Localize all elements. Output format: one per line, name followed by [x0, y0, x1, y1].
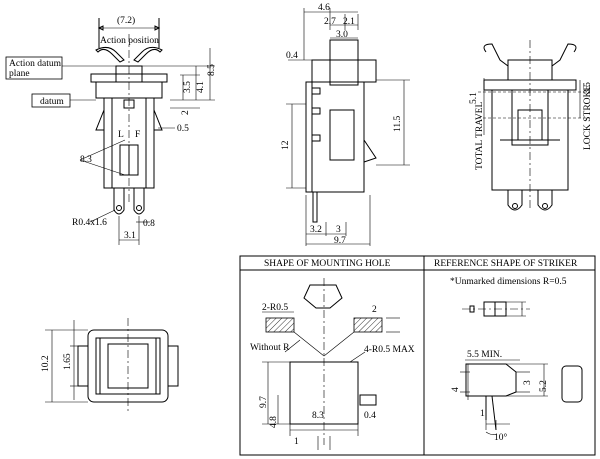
r-label: R0.4x1.6: [72, 218, 107, 228]
dim-4-8: 4.8: [269, 416, 279, 428]
dim-3-5-right: 3.5: [583, 82, 593, 94]
right-view: TOTAL TRAVEL 5.1 LOCK STROKE 3.5: [469, 40, 593, 211]
datum-label: datum: [40, 97, 64, 107]
dim-5-1: 5.1: [469, 92, 479, 104]
dim-4-striker: 4: [451, 387, 461, 392]
dim-2-7: 2.7: [324, 17, 336, 27]
striker-note: *Unmarked dimensions R=0.5: [450, 277, 567, 287]
width-label: (7.2): [117, 15, 135, 26]
reference-table: SHAPE OF MOUNTING HOLE REFERENCE SHAPE O…: [239, 255, 596, 456]
dim-3-0: 3.0: [336, 30, 348, 40]
dim-4-6: 4.6: [318, 3, 330, 13]
dim-0-5: 0.5: [177, 124, 189, 134]
striker-drawing: *Unmarked dimensions R=0.5 5.5 MIN. 4 3 …: [450, 277, 583, 443]
angle-label: 10°: [494, 432, 508, 443]
dim-0-4: 0.4: [286, 51, 298, 61]
dim-5-2: 5.2: [539, 380, 549, 392]
dim-1-hole: 1: [294, 437, 299, 447]
dim-12: 12: [281, 140, 291, 150]
dim-3: 3: [336, 225, 341, 235]
bottom-view: 10.2 1.65: [41, 318, 179, 414]
dim-3-1: 3.1: [124, 231, 136, 241]
dim-1-65: 1.65: [63, 353, 73, 370]
dim-8-5: 8.5: [207, 64, 217, 76]
dim-0-4-hole: 0.4: [364, 411, 376, 421]
lock-stroke-label: LOCK STROKE: [583, 85, 593, 150]
front-view: (7.2) Action position L F Action datum p…: [5, 15, 217, 245]
dim-2: 2: [181, 110, 191, 115]
dim-5-5-min: 5.5 MIN.: [467, 350, 502, 360]
action-datum-label-2: plane: [9, 69, 30, 79]
mounting-thickness: 2: [372, 305, 377, 315]
action-position-label: Action position: [100, 36, 159, 46]
dim-3-5: 3.5: [183, 81, 193, 93]
dim-3-striker: 3: [523, 380, 533, 385]
mounting-r-label: 2-R0.5: [262, 303, 288, 313]
letter-f: F: [135, 130, 140, 140]
dim-0-8: 0.8: [143, 219, 155, 229]
dim-4-1: 4.1: [196, 81, 206, 93]
dim-3-2: 3.2: [310, 225, 322, 235]
dim-9-7: 9.7: [334, 236, 346, 246]
without-r-label: Without R: [250, 343, 290, 353]
dim-8-3-hole: 8.3: [312, 411, 324, 421]
dim-2-1: 2.1: [343, 17, 355, 27]
dim-8-3: 8.3: [80, 155, 92, 165]
mounting-hole-title: SHAPE OF MOUNTING HOLE: [264, 259, 391, 269]
letter-l: L: [118, 130, 124, 140]
dim-10-2: 10.2: [41, 355, 51, 372]
action-datum-label-1: Action datum: [9, 59, 62, 69]
mounting-hole-drawing: 2-R0.5 2 Without R 4-R0.5 MAX 9.7 4.8 8.…: [250, 278, 415, 450]
side-view: 4.6 2.7 2.1 3.0 0.4 11.5 12 3.2 3 9.: [281, 3, 410, 246]
corner-r-label: 4-R0.5 MAX: [364, 345, 415, 355]
dim-1-striker: 1: [480, 409, 485, 419]
total-travel-label: TOTAL TRAVEL: [475, 102, 485, 170]
dim-9-7-hole: 9.7: [259, 396, 269, 408]
striker-title: REFERENCE SHAPE OF STRIKER: [434, 259, 578, 269]
dim-11-5: 11.5: [393, 115, 403, 132]
